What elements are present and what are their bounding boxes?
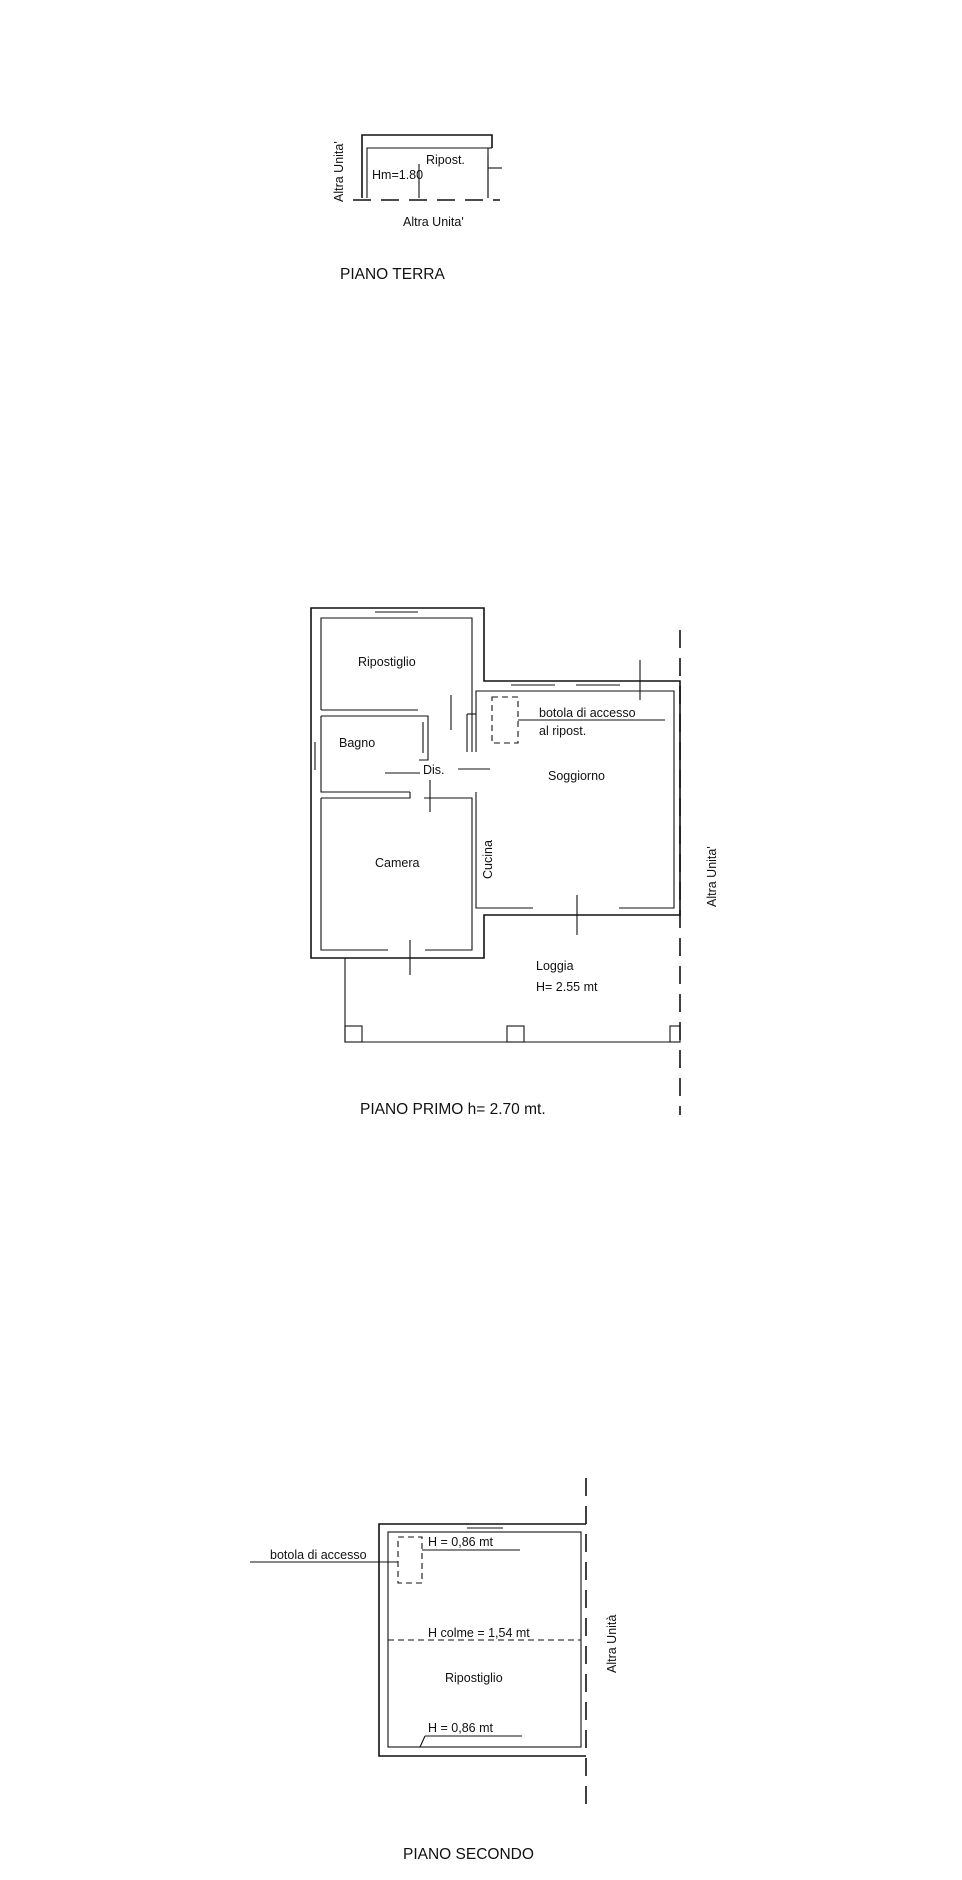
first-floor-title: PIANO PRIMO h= 2.70 mt. [360,1101,546,1118]
ground-floor-neighbor-left: Altra Unita' [332,141,346,202]
camera-wall [320,798,388,951]
room-ripostiglio-wall [320,617,473,752]
label-ripostiglio: Ripostiglio [358,655,416,669]
cucina-wall [475,792,533,909]
label-hatch-line1: botola di accesso [539,706,636,720]
first-floor-outer-wall [310,607,681,959]
second-floor-neighbor-right: Altra Unità [605,1615,619,1673]
label-dis: Dis. [423,763,445,777]
second-floor-title: PIANO SECONDO [403,1846,534,1863]
label-camera: Camera [375,856,420,870]
room-camera-wall [321,792,411,799]
ground-floor-room-label: Ripost. [426,153,465,167]
label-soggiorno: Soggiorno [548,769,605,783]
hatch-marker [491,696,519,744]
second-floor-height-top: H = 0,86 mt [428,1535,493,1549]
label-loggia-name: Loggia [536,959,574,973]
second-floor-hatch-label: botola di accesso [270,1548,367,1562]
loggia-pillar-right [669,1025,681,1043]
ground-floor-outer-wall [361,134,493,198]
loggia-pillar-left [344,1025,363,1043]
ground-floor-neighbor-bottom: Altra Unita' [403,215,464,229]
ground-floor-title: PIANO TERRA [340,266,445,283]
label-bagno: Bagno [339,736,375,750]
second-floor-height-ridge: H colme = 1,54 mt [428,1626,530,1640]
loggia-outline [344,958,680,1043]
second-floor-plan: botola di accesso H = 0,86 mt H colme = … [250,1478,619,1863]
second-floor-room-label: Ripostiglio [445,1671,503,1685]
label-cucina: Cucina [481,840,495,879]
bagno-wall-jog [320,716,410,793]
loggia-pillar-center [506,1025,525,1043]
label-hatch-line2: al ripost. [539,724,586,738]
second-floor-height-bottom: H = 0,86 mt [428,1721,493,1735]
height-bottom-tick [419,1735,426,1748]
ground-floor-plan: Ripost. Hm=1.80 Altra Unita' Altra Unita… [332,134,502,283]
soggiorno-wall [475,690,675,909]
label-loggia-height: H= 2.55 mt [536,980,598,994]
second-floor-hatch-marker [397,1536,423,1584]
first-floor-plan: Ripostiglio Bagno Dis. Soggiorno Cucina … [310,607,719,1118]
first-floor-neighbor-right: Altra Unita' [705,846,719,907]
ground-floor-height-label: Hm=1.80 [372,168,423,182]
camera-right-wall [424,797,473,951]
room-bagno-wall [321,715,429,761]
